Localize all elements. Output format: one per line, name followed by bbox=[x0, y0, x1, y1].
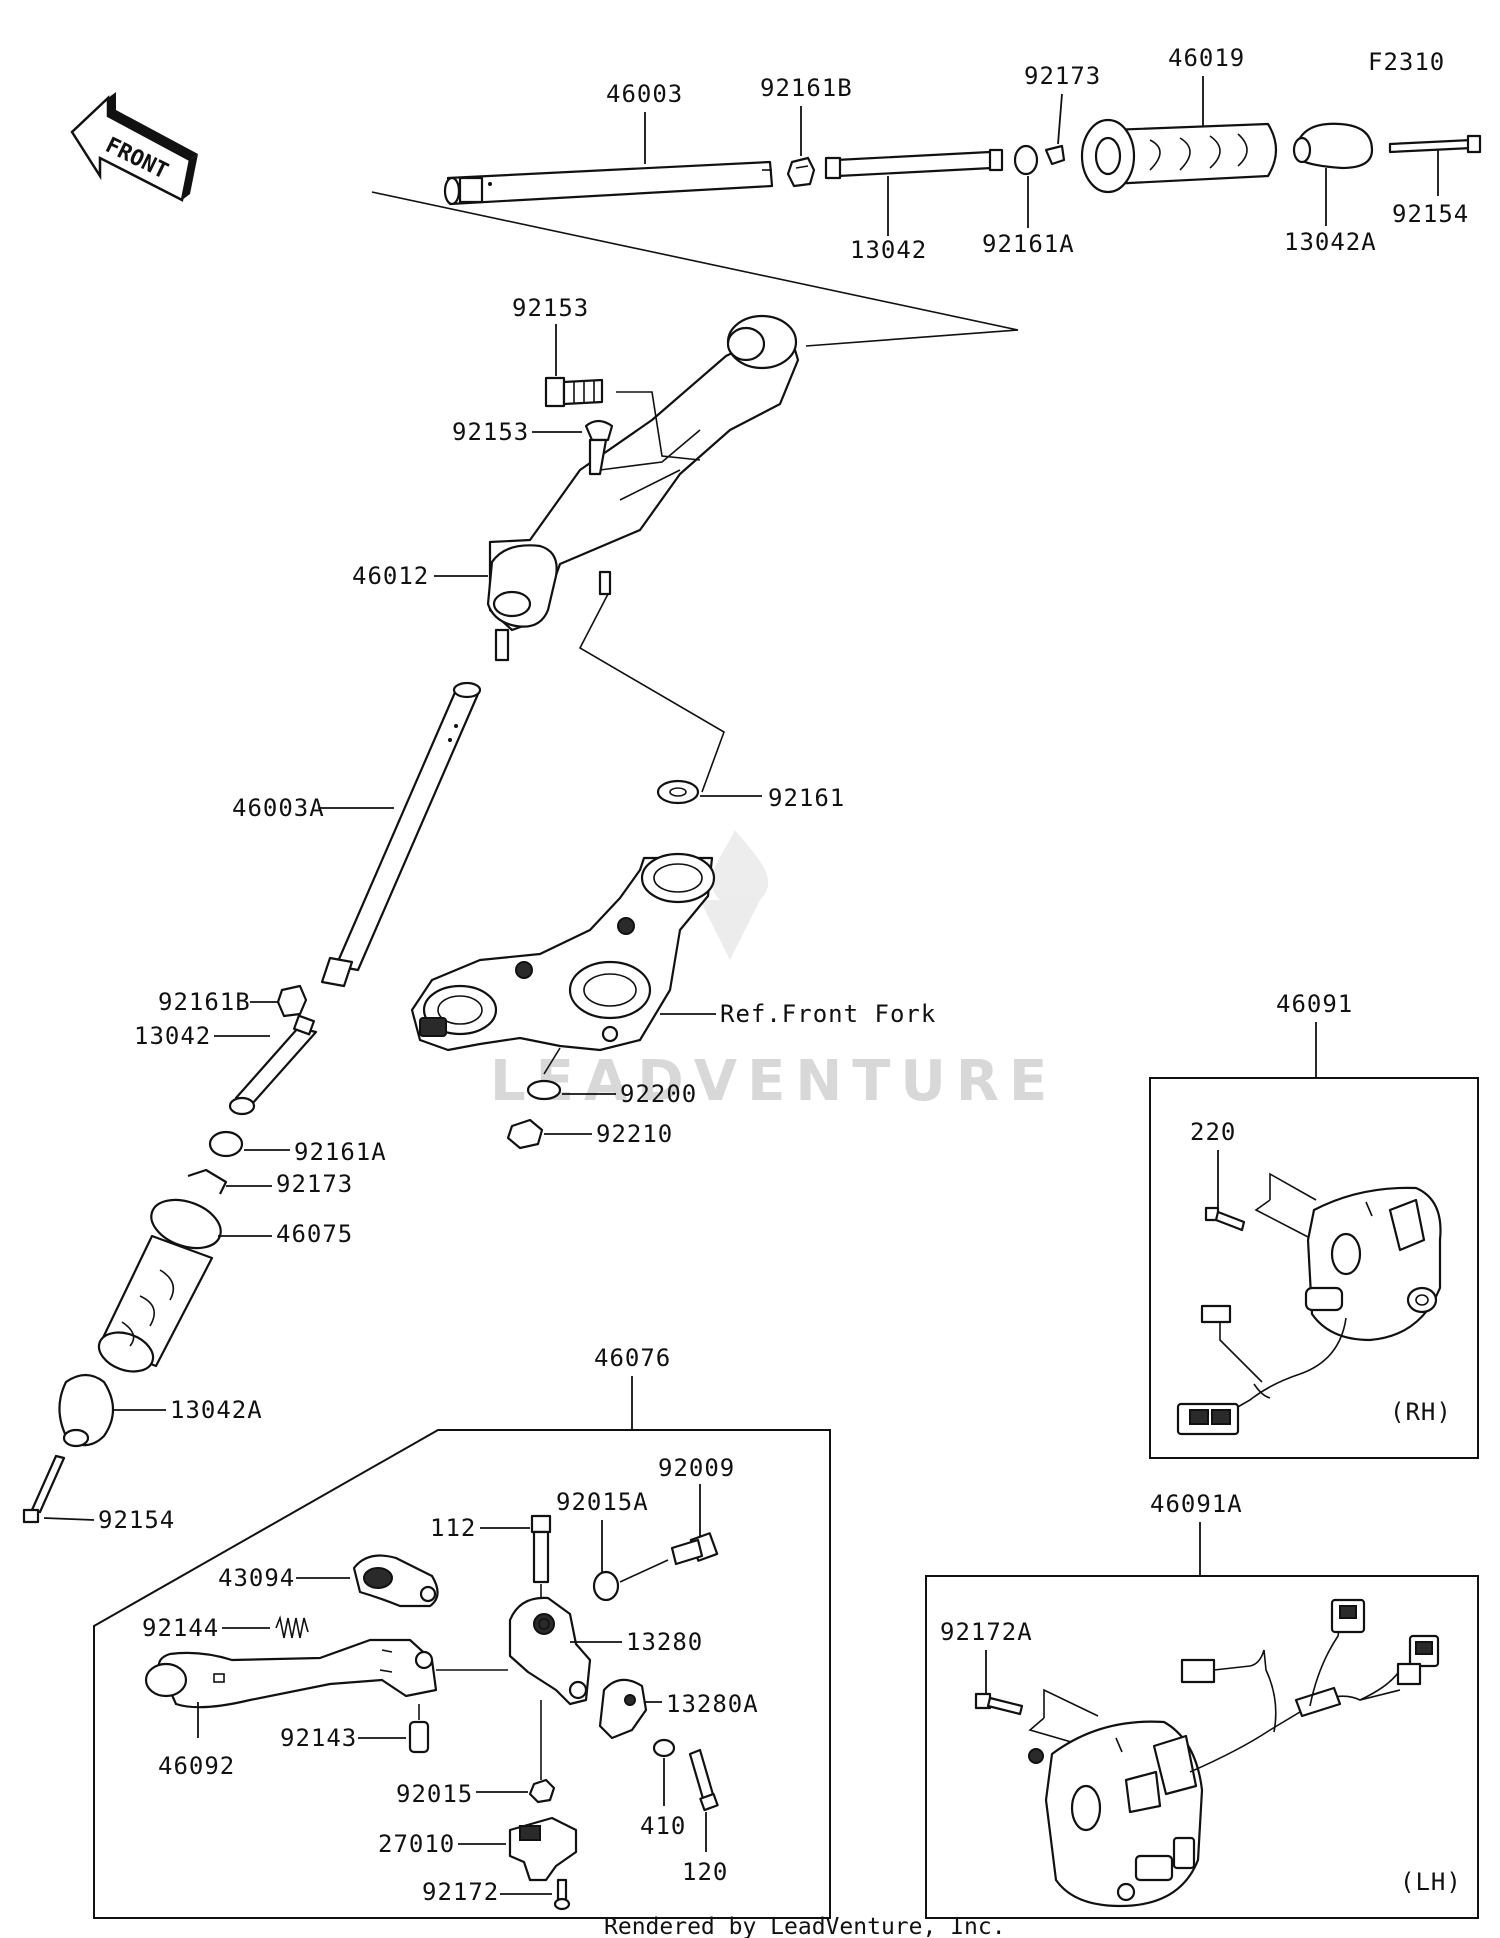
label-92015A: 92015A bbox=[556, 1488, 649, 1516]
label-13042-left: 13042 bbox=[134, 1022, 211, 1050]
box-rh-tag: (RH) bbox=[1390, 1398, 1452, 1426]
label-92154-top: 92154 bbox=[1392, 200, 1469, 228]
label-92161B-top: 92161B bbox=[760, 74, 853, 102]
label-13280A: 13280A bbox=[666, 1690, 759, 1718]
clutch-switch-27010 bbox=[508, 1816, 578, 1882]
spacer-92161A-top bbox=[1013, 144, 1039, 176]
bolt-92153-a bbox=[544, 376, 604, 408]
label-92210: 92210 bbox=[596, 1120, 673, 1148]
screw-92172A bbox=[974, 1692, 1024, 1716]
label-43094: 43094 bbox=[218, 1564, 295, 1592]
box-lh-tag: (LH) bbox=[1400, 1868, 1462, 1896]
grip-46019 bbox=[1080, 118, 1278, 194]
clip-92173-top bbox=[1044, 144, 1066, 166]
label-92200: 92200 bbox=[620, 1080, 697, 1108]
bolt-92153-b bbox=[584, 419, 614, 476]
screw-220 bbox=[1204, 1206, 1246, 1232]
handlebar-bracket-46012 bbox=[486, 314, 800, 662]
label-92015: 92015 bbox=[396, 1780, 473, 1808]
label-92172A: 92172A bbox=[940, 1618, 1033, 1646]
label-13042A-top: 13042A bbox=[1284, 228, 1377, 256]
watermark-text: LEADVENTURE bbox=[490, 1049, 1057, 1114]
switch-housing-lh bbox=[1028, 1720, 1204, 1908]
screw-120 bbox=[688, 1748, 719, 1812]
bolt-112 bbox=[530, 1514, 552, 1584]
screw-92009 bbox=[670, 1532, 719, 1566]
label-46003A: 46003A bbox=[232, 794, 325, 822]
lever-bracket-13280 bbox=[508, 1596, 592, 1706]
nut-92161B-left bbox=[276, 984, 308, 1018]
washer-410 bbox=[652, 1738, 676, 1758]
label-13280: 13280 bbox=[626, 1628, 703, 1656]
label-46075: 46075 bbox=[276, 1220, 353, 1248]
spring-92144 bbox=[275, 1615, 309, 1639]
ref-front-fork-label: Ref.Front Fork bbox=[720, 1000, 936, 1028]
label-92161: 92161 bbox=[768, 784, 845, 812]
label-92009: 92009 bbox=[658, 1454, 735, 1482]
label-92144: 92144 bbox=[142, 1614, 219, 1642]
label-13042A-left: 13042A bbox=[170, 1396, 263, 1424]
label-46003: 46003 bbox=[606, 80, 683, 108]
label-46076: 46076 bbox=[594, 1344, 671, 1372]
bolt-92154-left bbox=[22, 1454, 66, 1524]
switch-housing-rh bbox=[1304, 1186, 1442, 1342]
label-27010: 27010 bbox=[378, 1830, 455, 1858]
handlebar-pipe-46003A bbox=[320, 681, 482, 988]
grip-46075 bbox=[97, 1198, 222, 1373]
label-92153-a: 92153 bbox=[512, 294, 589, 322]
screw-92172 bbox=[553, 1878, 571, 1911]
washer-92161 bbox=[656, 779, 700, 805]
label-92173-left: 92173 bbox=[276, 1170, 353, 1198]
washer-92200 bbox=[526, 1079, 562, 1101]
label-46019: 46019 bbox=[1168, 44, 1245, 72]
label-13042-top: 13042 bbox=[850, 236, 927, 264]
handlebar-pipe-46003 bbox=[443, 160, 774, 206]
box-46091A-lh bbox=[925, 1575, 1479, 1919]
nut-92015 bbox=[528, 1778, 556, 1804]
diagram-code: F2310 bbox=[1368, 48, 1445, 76]
label-92161A-top: 92161A bbox=[982, 230, 1075, 258]
footer-credit: Rendered by LeadVenture, Inc. bbox=[604, 1914, 1006, 1938]
label-92143: 92143 bbox=[280, 1724, 357, 1752]
assembly-guide-lines-top bbox=[371, 191, 1019, 347]
label-92153-b: 92153 bbox=[452, 418, 529, 446]
watermark-logo bbox=[700, 830, 769, 960]
wiring-harness-rh bbox=[1176, 1304, 1347, 1436]
nut-92161B-top bbox=[786, 156, 816, 188]
bar-end-13042A-left bbox=[58, 1373, 115, 1448]
box-46076 bbox=[93, 1429, 831, 1919]
label-46012: 46012 bbox=[352, 562, 429, 590]
inner-weight-13042-top bbox=[824, 148, 1004, 180]
label-92154-left: 92154 bbox=[98, 1506, 175, 1534]
spacer-92161A-left bbox=[208, 1130, 244, 1158]
washer-92015A bbox=[592, 1570, 620, 1602]
wiring-harness-lh bbox=[1180, 1598, 1440, 1773]
clutch-lever-46092 bbox=[144, 1638, 438, 1709]
label-92161B-left: 92161B bbox=[158, 988, 251, 1016]
label-410: 410 bbox=[640, 1812, 686, 1840]
inner-weight-13042-left bbox=[228, 1014, 318, 1116]
nut-92210 bbox=[506, 1118, 544, 1150]
label-92161A-left: 92161A bbox=[294, 1138, 387, 1166]
label-120: 120 bbox=[682, 1858, 728, 1886]
clip-92173-left bbox=[187, 1168, 228, 1195]
label-46092: 46092 bbox=[158, 1752, 235, 1780]
label-220: 220 bbox=[1190, 1118, 1236, 1146]
bolt-92154-top bbox=[1388, 134, 1482, 154]
top-yoke-front-fork bbox=[410, 852, 716, 1052]
front-direction-arrow-icon: FRONT bbox=[70, 92, 198, 202]
label-92172: 92172 bbox=[422, 1878, 499, 1906]
label-112: 112 bbox=[430, 1514, 476, 1542]
pin-92143 bbox=[408, 1720, 430, 1754]
cover-43094 bbox=[352, 1554, 439, 1608]
label-46091: 46091 bbox=[1276, 990, 1353, 1018]
box-46091-rh bbox=[1149, 1077, 1479, 1459]
label-46091A: 46091A bbox=[1150, 1490, 1243, 1518]
label-92173-top: 92173 bbox=[1024, 62, 1101, 90]
clamp-13280A bbox=[598, 1678, 648, 1740]
bar-end-13042A-top bbox=[1292, 122, 1374, 170]
